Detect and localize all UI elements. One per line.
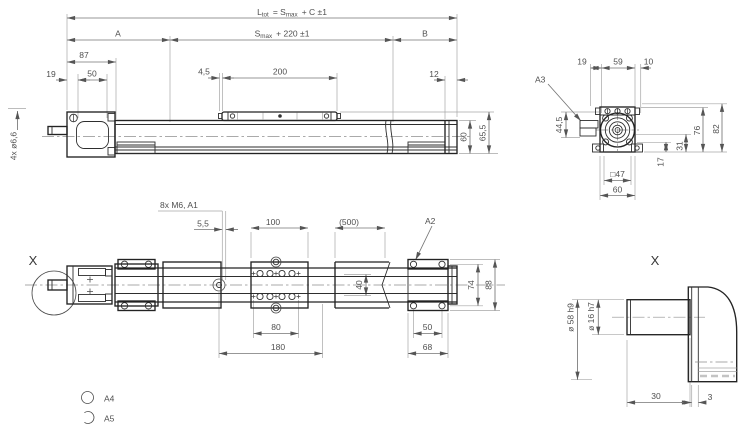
bearing-block-side-right xyxy=(407,141,446,154)
detail-geometry xyxy=(612,286,738,383)
detail-x-indicator-circle xyxy=(31,270,77,316)
top-view: X 8x M6, A1 5,5 100 (500) A2 40 80 180 5… xyxy=(25,200,505,358)
clamp-plate-a2 xyxy=(407,258,449,270)
mounting-foot xyxy=(631,143,643,153)
a5-screw-highlight xyxy=(270,302,282,314)
dim-82: 82 xyxy=(711,124,721,134)
side-view-dimension-lines xyxy=(15,15,492,154)
label-x-top: X xyxy=(29,253,38,268)
mounting-plate-100 xyxy=(250,261,309,309)
dim-68: 68 xyxy=(423,342,433,352)
dim-31: 31 xyxy=(675,141,685,151)
label-a3: A3 xyxy=(535,75,546,85)
dim-88: 88 xyxy=(484,280,494,290)
top-view-dimension-lines xyxy=(194,225,498,356)
dim-180: 180 xyxy=(271,342,285,352)
bolt-row-top xyxy=(251,269,301,278)
dim-76: 76 xyxy=(692,126,702,136)
dim-50: 50 xyxy=(87,69,97,79)
break-chevron xyxy=(381,261,391,309)
dim-square-47: □47 xyxy=(610,169,625,179)
dim-3: 3 xyxy=(708,392,713,402)
clamp-plate xyxy=(117,300,156,312)
rail-body-side xyxy=(114,119,458,155)
a4-symbol-circle xyxy=(81,391,94,404)
detail-dimension-lines xyxy=(575,299,707,405)
end-view-extension-lines xyxy=(561,64,727,200)
dim-19-end: 19 xyxy=(577,57,587,67)
drive-shaft-side xyxy=(47,125,68,136)
dim-4-5: 4,5 xyxy=(198,67,210,77)
end-view-geometry xyxy=(579,106,643,153)
label-x-detail: X xyxy=(651,253,660,268)
note-4x-holes: 4x ø6,6 xyxy=(9,132,19,161)
bolt-row-bottom xyxy=(251,292,301,301)
dim-80: 80 xyxy=(271,322,281,332)
dim-100: 100 xyxy=(266,217,280,227)
dim-d58h9: ø 58 h9 xyxy=(566,303,576,332)
dim-40: 40 xyxy=(354,280,364,290)
dim-total-length: Ltot= Smax+ C ±1 xyxy=(257,7,327,19)
dim-10: 10 xyxy=(644,57,654,67)
a1-hole-highlight xyxy=(212,278,226,292)
dim-59: 59 xyxy=(613,57,623,67)
dim-a: A xyxy=(115,29,121,39)
bearing-block-top-left xyxy=(114,263,159,307)
side-view: Ltot= Smax+ C ±1 A Smax+ 220 ±1 B 87 19 … xyxy=(8,7,498,160)
dim-200: 200 xyxy=(273,67,287,77)
label-a2: A2 xyxy=(425,216,436,226)
bearing-block-side-left xyxy=(116,141,156,154)
carriage-center-port xyxy=(278,114,282,118)
dim-5-5: 5,5 xyxy=(197,219,209,229)
a4-screw-highlight xyxy=(270,256,282,268)
dim-44-5: 44,5 xyxy=(554,116,564,133)
clamp-plate-a2 xyxy=(407,300,449,312)
dim-500: (500) xyxy=(339,217,359,227)
dim-stroke: Smax+ 220 ±1 xyxy=(255,29,310,41)
dim-b: B xyxy=(422,29,428,39)
a5-symbol-open-circle xyxy=(84,411,95,424)
rail-end-cap-top xyxy=(447,265,458,305)
note-8x-m6-a1: 8x M6, A1 xyxy=(160,200,198,210)
legend-a5: A5 xyxy=(104,414,115,424)
connector-block xyxy=(579,120,599,129)
end-view-dimension-lines xyxy=(547,65,725,198)
dim-50-a2: 50 xyxy=(423,322,433,332)
dim-17: 17 xyxy=(656,157,666,167)
legend: A4 A5 xyxy=(81,391,115,424)
dim-74: 74 xyxy=(466,280,476,290)
dim-60-width: 60 xyxy=(613,185,623,195)
top-view-geometry xyxy=(25,256,505,316)
dim-87: 87 xyxy=(79,50,89,60)
dim-65-5: 65,5 xyxy=(478,124,488,141)
shaft-detail xyxy=(626,299,691,336)
detail-view-x: X ø 58 h9 ø 16 h7 30 3 xyxy=(566,253,738,407)
break-line xyxy=(385,120,389,154)
top-view-extension-lines xyxy=(158,210,500,358)
mounting-foot xyxy=(592,143,604,153)
carriage-top xyxy=(162,261,222,309)
legend-a4: A4 xyxy=(104,394,115,404)
side-view-geometry xyxy=(42,111,472,158)
gearbox-housing-top xyxy=(66,265,113,305)
break-line xyxy=(390,120,394,154)
dim-30: 30 xyxy=(651,391,661,401)
motor-flange-circle xyxy=(599,112,636,148)
housing-detail xyxy=(687,286,738,383)
dim-d16h7: ø 16 h7 xyxy=(586,302,596,331)
end-view: A3 19 59 10 44,5 17 31 76 82 □47 60 xyxy=(535,57,727,200)
dim-60-height: 60 xyxy=(459,132,469,142)
dim-12: 12 xyxy=(429,69,439,79)
dim-19: 19 xyxy=(46,69,56,79)
clamp-plate xyxy=(117,258,156,270)
